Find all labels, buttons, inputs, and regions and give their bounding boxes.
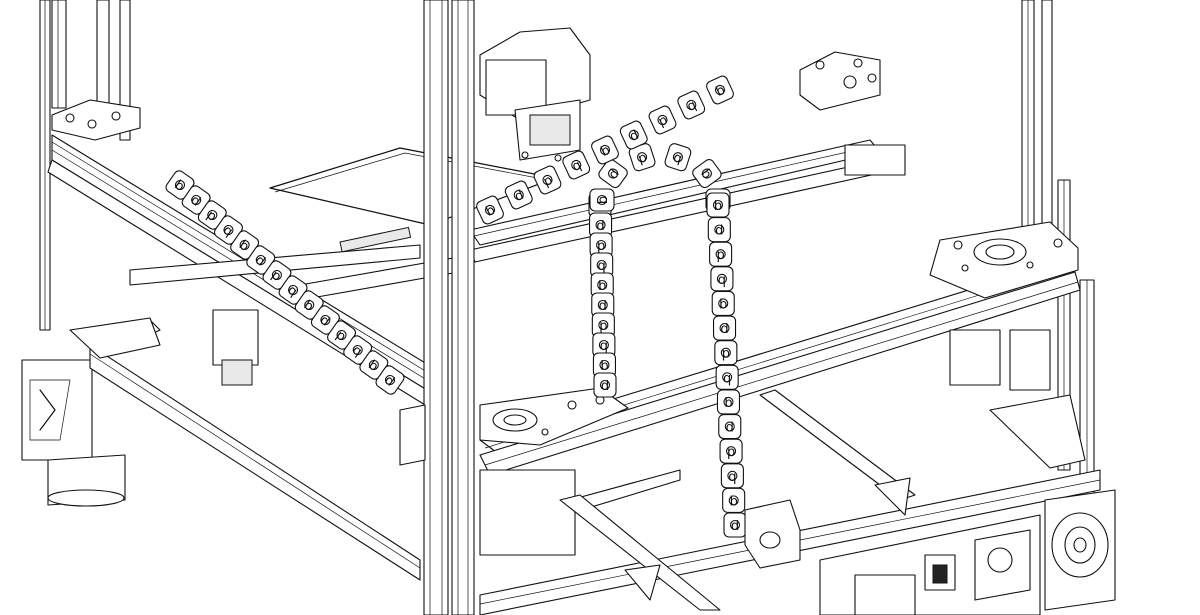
chain-link-left: q: [213, 215, 243, 245]
chain-link-center-right: d: [723, 512, 747, 538]
svg-text:d: d: [596, 219, 604, 234]
svg-text:q: q: [718, 273, 726, 288]
svg-text:d: d: [731, 519, 739, 534]
svg-text:q: q: [600, 339, 608, 354]
toolhead: [479, 27, 591, 162]
svg-text:d: d: [715, 224, 723, 239]
chain-anchor-bracket: [744, 499, 801, 569]
rear-extrusion: [469, 139, 886, 263]
svg-text:b: b: [600, 359, 608, 374]
svg-text:d: d: [599, 299, 607, 314]
base-left-extrusion: [69, 317, 421, 581]
front-right-corner: [1044, 489, 1116, 611]
chain-link-left: b: [294, 290, 324, 320]
chain-link-center-right: q: [715, 364, 739, 390]
svg-text:p: p: [727, 445, 735, 460]
electronics-panel: [819, 514, 1041, 615]
chain-link-top: p: [533, 165, 562, 195]
drag-chains: bdpqbdpqbdpqbdbdpqbdpqbdbdpqbdbdpqbdpqbd…: [165, 75, 747, 538]
chain-link-left: b: [359, 350, 389, 380]
svg-text:q: q: [723, 371, 731, 386]
svg-text:b: b: [714, 199, 722, 214]
chain-link-top: d: [619, 120, 648, 150]
svg-text:q: q: [728, 470, 736, 485]
chain-link-top: q: [562, 150, 591, 180]
chain-link-center-arch: b: [589, 188, 615, 212]
chain-link-center-right: b: [722, 487, 746, 513]
svg-text:q: q: [598, 259, 606, 274]
left-gantry-block: [51, 99, 141, 141]
chain-link-center-left: q: [592, 332, 616, 358]
chain-link-center-right: d: [707, 217, 731, 243]
chain-link-top: d: [504, 180, 533, 210]
chain-link-center-right: p: [714, 340, 738, 366]
chain-link-left: b: [165, 170, 195, 200]
svg-text:d: d: [726, 421, 734, 436]
svg-text:b: b: [730, 494, 738, 509]
svg-text:p: p: [599, 319, 607, 334]
chain-link-center-right: b: [711, 290, 735, 317]
chain-link-center-arch: d: [598, 159, 628, 189]
chain-link-left: d: [310, 305, 340, 335]
chain-link-center-right: q: [720, 463, 744, 489]
chain-link-left: p: [262, 260, 292, 290]
chain-link-center-arch: q: [664, 143, 692, 172]
svg-text:p: p: [597, 239, 605, 254]
chain-link-top: b: [591, 135, 619, 165]
chain-link-center-left: q: [590, 252, 614, 278]
chain-link-left: d: [181, 185, 211, 215]
svg-text:d: d: [720, 322, 728, 337]
svg-text:p: p: [716, 248, 724, 263]
svg-text:b: b: [719, 297, 727, 312]
chain-link-top: b: [476, 195, 504, 225]
right-gantry-plate: [929, 221, 1079, 299]
chain-link-center-right: d: [718, 413, 742, 440]
chain-link-top: q: [677, 90, 706, 120]
front-right-gantry-extrusion: [479, 264, 1081, 476]
chain-link-top: b: [706, 75, 734, 105]
front-center-posts: [423, 0, 475, 615]
chain-link-left: p: [327, 320, 357, 350]
chain-link-center-right: q: [710, 266, 734, 292]
chain-link-center-left: p: [589, 232, 613, 258]
chain-link-center-left: b: [590, 272, 614, 298]
chain-link-center-right: p: [719, 438, 743, 464]
chain-link-center-right: b: [706, 192, 730, 218]
chain-link-top: p: [648, 105, 677, 135]
rear-right-plate: [799, 51, 881, 111]
chain-link-center-left: d: [593, 372, 617, 398]
chain-link-center-right: p: [709, 241, 733, 267]
chain-link-center-right: d: [712, 315, 737, 341]
front-left-post: [21, 359, 126, 507]
chain-link-left: p: [197, 200, 227, 230]
chain-link-left: d: [246, 245, 276, 275]
chain-link-center-right: b: [716, 389, 741, 415]
svg-text:d: d: [601, 379, 609, 394]
stepper-motors: [212, 144, 1051, 556]
svg-text:b: b: [596, 196, 611, 204]
chain-link-left: d: [375, 365, 405, 395]
chain-link-left: q: [278, 275, 308, 305]
svg-text:b: b: [598, 279, 606, 294]
svg-text:p: p: [722, 347, 730, 362]
chain-link-center-arch: b: [692, 159, 722, 189]
gussets: [399, 394, 1086, 601]
svg-text:b: b: [724, 396, 732, 411]
left-gantry-plate: [479, 387, 629, 446]
chain-link-center-left: b: [592, 352, 616, 378]
left-rear-post: [39, 0, 131, 331]
